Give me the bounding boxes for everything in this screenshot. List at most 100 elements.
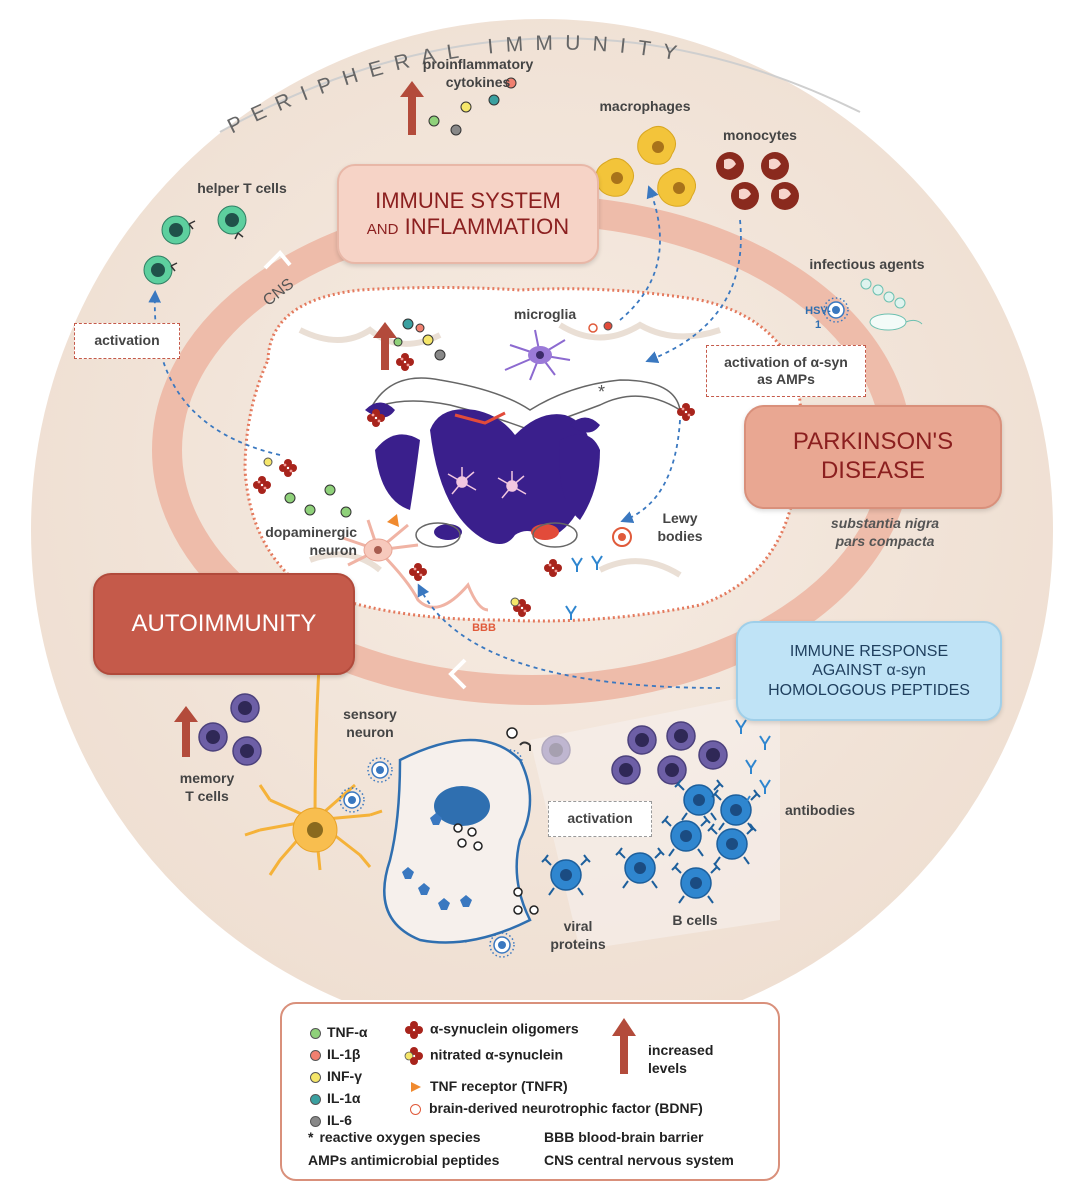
tnf-dot-icon	[310, 1027, 321, 1039]
legend-oligomers: α-synuclein oligomers	[404, 1020, 579, 1040]
activation-amps-box: activation of α-syn as AMPs	[706, 345, 866, 397]
label-bbb: BBB	[472, 622, 496, 634]
tnf-dots-brain	[284, 484, 352, 518]
parkinsons-disease-box: PARKINSON'S DISEASE	[744, 405, 1002, 509]
label-helper-t: helper T cells	[197, 180, 287, 196]
nitrated-dot-2	[510, 597, 520, 607]
oligomer-icon	[405, 1021, 423, 1039]
top-arc-line	[219, 37, 861, 133]
immune-box-line1: IMMUNE SYSTEM	[375, 187, 561, 213]
legend-box: TNF-α IL-1β INF-γ IL-1α IL-6 α-synuclein…	[280, 1002, 780, 1181]
putamen-left	[375, 434, 420, 510]
antigen-presentation	[506, 727, 571, 765]
microglia-cell	[504, 329, 571, 381]
diagram-canvas: PERIPHERAL IMMUNITY *	[29, 17, 1055, 1000]
brain-gyri	[298, 321, 721, 578]
legend-bdnf: brain-derived neurotrophic factor (BDNF)	[410, 1100, 703, 1116]
il6-dot-icon	[310, 1115, 321, 1127]
label-sensory: sensory neuron	[343, 706, 397, 740]
ros-star: *	[598, 382, 605, 402]
legend-il1b-label: IL-1β	[327, 1046, 361, 1062]
activation-box-bottom: activation	[548, 801, 652, 837]
putamen-right	[559, 434, 600, 520]
ros-star-icon: *	[308, 1129, 314, 1145]
label-antibodies: antibodies	[784, 802, 855, 818]
legend-tnf-label: TNF-α	[327, 1024, 368, 1040]
legend-oligomers-label: α-synuclein oligomers	[430, 1020, 579, 1037]
antibodies-brain	[565, 555, 603, 620]
legend-tnf: TNF-α	[310, 1024, 367, 1040]
macrophages-group	[595, 126, 696, 207]
legend-il6-label: IL-6	[327, 1112, 352, 1128]
legend-tnfr-label: TNF receptor (TNFR)	[430, 1078, 568, 1094]
label-macrophages: macrophages	[599, 98, 691, 114]
legend-il1a: IL-1α	[310, 1090, 361, 1106]
basal-ganglia	[430, 409, 591, 544]
ring-chevron-bottom	[448, 658, 467, 690]
autoimmunity-box: AUTOIMMUNITY	[93, 573, 355, 675]
immune-box-line2: AND INFLAMMATION	[367, 214, 569, 240]
label-hsv: HSV-1	[805, 305, 831, 331]
legend-tnfr: TNF receptor (TNFR)	[410, 1078, 568, 1094]
legend-ros: * reactive oxygen species	[308, 1129, 481, 1145]
substantia-nigra-right	[531, 524, 559, 540]
infected-cell	[383, 738, 539, 944]
nitrated-icon	[404, 1047, 423, 1065]
legend-infg-label: INF-γ	[327, 1068, 362, 1084]
legend-amps: AMPs antimicrobial peptides	[308, 1152, 500, 1168]
ring-chevron-top	[263, 250, 292, 270]
sensory-neuron	[244, 622, 383, 876]
caudate-nucleus	[365, 402, 600, 433]
nitrated-dot-1	[263, 457, 273, 467]
lewy-body-core	[618, 533, 626, 541]
legend-nitrated-label: nitrated α-synuclein	[430, 1046, 564, 1063]
legend-il1b: IL-1β	[310, 1046, 360, 1062]
increase-arrow-brain	[373, 322, 397, 370]
legend-ros-label: reactive oxygen species	[319, 1129, 481, 1145]
legend-il6: IL-6	[310, 1112, 352, 1128]
label-lewy: Lewy bodies	[657, 510, 703, 544]
label-snpc: substantia nigra pars compacta	[830, 515, 940, 549]
bdnf-dot-top	[588, 323, 598, 333]
cytokine-dots-top	[428, 77, 517, 136]
label-proinflammatory: proinflammatory cytokines	[422, 56, 534, 90]
immune-system-box: IMMUNE SYSTEM AND INFLAMMATION	[337, 164, 599, 264]
legend-cns: CNS central nervous system	[544, 1152, 734, 1168]
il1b-dot-top	[603, 321, 613, 331]
legend-bbb: BBB blood-brain barrier	[544, 1129, 704, 1145]
activation-box-top: activation	[74, 323, 180, 359]
helper-t-cells-group	[143, 205, 247, 285]
immune-box-and: AND	[366, 221, 399, 238]
increased-levels-arrow-icon	[612, 1018, 636, 1074]
il1a-dot-icon	[310, 1093, 321, 1105]
legend-infg: INF-γ	[310, 1068, 362, 1084]
increase-arrow-memory-t	[174, 706, 198, 757]
antibodies-free	[735, 719, 771, 810]
red-tract	[454, 411, 506, 425]
immune-response-box: IMMUNE RESPONSE AGAINST α-syn HOMOLOGOUS…	[736, 621, 1002, 721]
tnfr-icon	[411, 1082, 421, 1093]
microglia-in-brain	[447, 467, 527, 499]
infectious-agents-group	[823, 278, 923, 331]
label-viral: viral proteins	[550, 918, 606, 952]
immune-box-inflammation: INFLAMMATION	[404, 214, 570, 239]
tnf-receptor-marker	[387, 514, 399, 527]
monocytes-group	[716, 152, 799, 210]
label-microglia: microglia	[513, 306, 577, 322]
label-memory-t: memory T cells	[179, 770, 235, 804]
bdnf-dot-icon	[410, 1103, 421, 1115]
increase-arrow-cytokines	[400, 81, 424, 135]
il1b-dot-icon	[310, 1049, 321, 1061]
label-dopaminergic: dopaminergic neuron	[265, 524, 357, 558]
legend-il1a-label: IL-1α	[327, 1090, 361, 1106]
substantia-nigra-left	[434, 524, 462, 540]
cytokine-dots-brain	[393, 318, 446, 361]
legend-bdnf-label: brain-derived neurotrophic factor (BDNF)	[429, 1100, 703, 1116]
legend-increased-label: increased levels	[648, 1042, 714, 1076]
nigra-outline-right	[532, 522, 578, 548]
label-b-cells: B cells	[672, 912, 718, 928]
label-infectious: infectious agents	[809, 256, 925, 272]
dopaminergic-neuron	[342, 519, 489, 612]
legend-nitrated: nitrated α-synuclein	[404, 1046, 563, 1066]
label-monocytes: monocytes	[723, 127, 797, 143]
